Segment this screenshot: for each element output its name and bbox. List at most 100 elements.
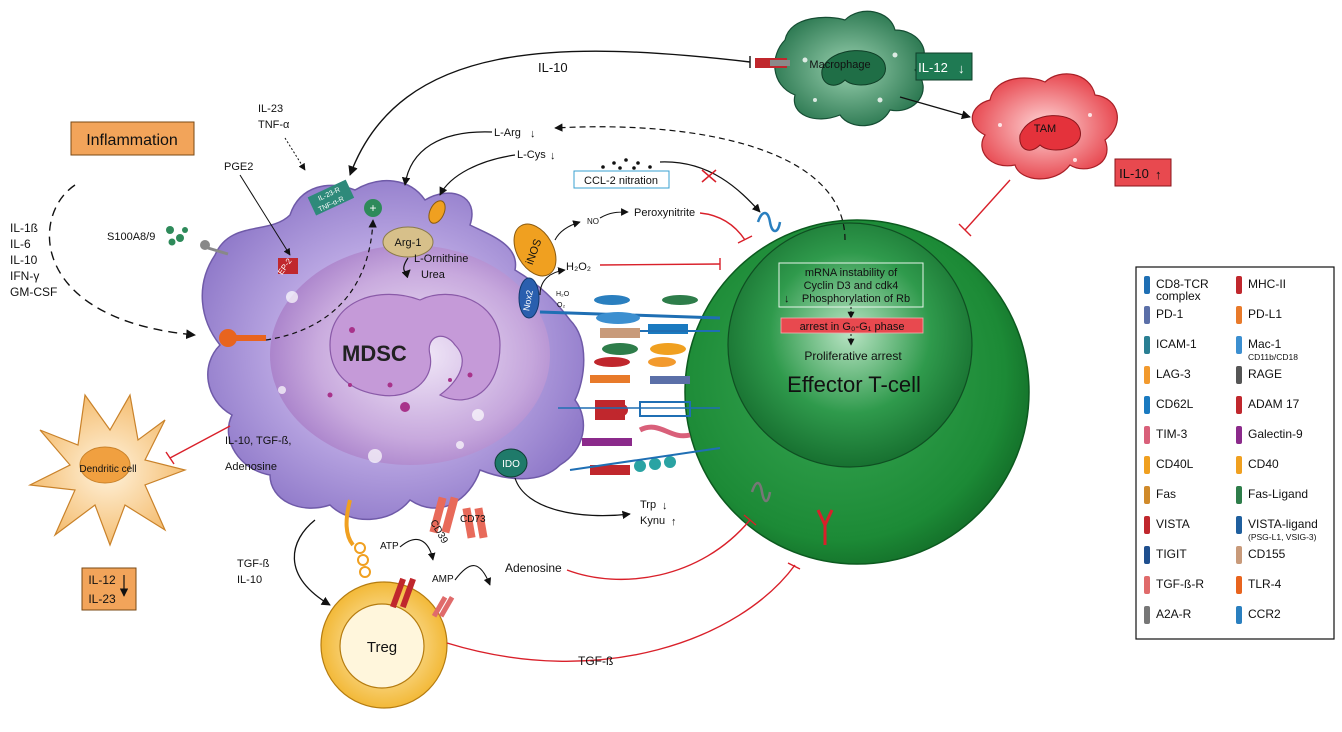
legend-item-rage: RAGE [1236, 366, 1282, 384]
tgfbr-icon [1144, 576, 1150, 594]
up-arrow-glyph: ↑ [1155, 167, 1162, 182]
il10-up-box [1114, 158, 1172, 187]
cyto-il1b: IL-1ß [10, 221, 38, 235]
cd73-label: CD73 [460, 514, 486, 525]
legend-item-ccr2: CCR2 [1236, 606, 1281, 624]
effector-label: Effector T-cell [787, 372, 921, 397]
lcys-label: L-Cys [517, 149, 546, 161]
prolif-text: Proliferative arrest [804, 349, 902, 363]
lorn-label: L-Ornithine [414, 253, 468, 265]
legend-item-vista-ligand: VISTA-ligand(PSG-L1, VSIG-3) [1236, 516, 1318, 542]
legend-item-a2a-r: A2A-R [1144, 606, 1192, 624]
legend-item-tgf-r: TGF-ß-R [1144, 576, 1204, 594]
legend-label: Mac-1 [1248, 337, 1282, 351]
tim3-icon [1144, 426, 1150, 444]
dendritic-label: Dendritic cell [79, 464, 136, 475]
urea-label: Urea [421, 269, 446, 281]
il10tgf-label-2: Adenosine [225, 461, 277, 473]
inflammation-box [70, 121, 195, 156]
il12-down-text: IL-12 [918, 60, 948, 75]
adenosine-label: Adenosine [505, 561, 562, 575]
legend-label: A2A-R [1156, 607, 1192, 621]
legend-label: CD40L [1156, 457, 1194, 471]
legend-label: PD-L1 [1248, 307, 1282, 321]
legend-label: TIGIT [1156, 547, 1187, 561]
mac1-icon [1236, 336, 1242, 354]
arg1-label: Arg-1 [395, 237, 422, 249]
treg-nucleus [339, 603, 425, 689]
down-arrow-glyph: ↓ [662, 500, 668, 512]
ido-label: IDO [502, 459, 520, 470]
rage-icon [1236, 366, 1242, 384]
legend-sublabel: CD11b/CD18 [1248, 352, 1298, 362]
icam-icon [1144, 336, 1150, 354]
mhc-icon [1236, 276, 1242, 294]
tgfb-left-label: TGF-ß [237, 558, 270, 570]
cyto-il6: IL-6 [10, 237, 31, 251]
legend-label: Fas [1156, 487, 1176, 501]
macrophage-cell: Macrophage IL-12 ↓ [755, 10, 973, 127]
legend-label: CD8-TCR [1156, 277, 1209, 291]
legend-sublabel: complex [1156, 289, 1201, 303]
pdl1-icon [1236, 306, 1242, 324]
legend-label: CD62L [1156, 397, 1194, 411]
legend-item-tlr-4: TLR-4 [1236, 576, 1282, 594]
legend-item-cd40l: CD40L [1144, 456, 1194, 474]
adam17-icon [1236, 396, 1242, 414]
dendritic-cell: Dendritic cell IL-12 IL-23 [27, 393, 188, 611]
lag3-icon [1144, 366, 1150, 384]
mdsc-label: MDSC [342, 341, 407, 366]
cd155-icon [1236, 546, 1242, 564]
arrest-box [780, 317, 924, 334]
legend-item-fas: Fas [1144, 486, 1176, 504]
vista-icon [1144, 516, 1150, 534]
larg-label: L-Arg [494, 127, 521, 139]
tam-label: TAM [1034, 123, 1056, 135]
nox2-label: Nox2 [521, 289, 534, 311]
ccl2-text: CCL-2 nitration [584, 175, 658, 187]
h2o-label: H₂O [556, 291, 570, 298]
legend-item-vista: VISTA [1144, 516, 1190, 534]
cyto-ifn: IFN-γ [10, 269, 39, 283]
legend-label: MHC-II [1248, 277, 1286, 291]
fas-icon [1144, 486, 1150, 504]
legend-item-fas-ligand: Fas-Ligand [1236, 486, 1308, 504]
mrna-line-3: Phosphorylation of Rb [802, 293, 910, 305]
pge2-label: PGE2 [224, 161, 253, 173]
inflammation-label: Inflammation [86, 132, 178, 149]
legend-label: ADAM 17 [1248, 397, 1300, 411]
legend-label: CCR2 [1248, 607, 1281, 621]
legend-label: CD155 [1248, 547, 1286, 561]
pd1-icon [1144, 306, 1150, 324]
arrest-text: arrest in G₀-G₁ phase [800, 321, 905, 333]
ccl2-box [573, 170, 670, 189]
tlr4-icon [1236, 576, 1242, 594]
s100-label: S100A8/9 [107, 231, 155, 243]
mdsc-nucleus [329, 293, 501, 401]
cyto-il10: IL-10 [10, 253, 38, 267]
h2o2-label: H₂O₂ [566, 261, 591, 273]
legend-label: VISTA-ligand [1248, 517, 1318, 531]
amp-label: AMP [432, 574, 454, 585]
tigit-icon [1144, 546, 1150, 564]
no-label: NO [587, 217, 599, 226]
treg-label: Treg [367, 639, 397, 656]
cd40l-icon [1144, 456, 1150, 474]
legend-label: CD40 [1248, 457, 1279, 471]
o2-label: O₂ [557, 302, 565, 309]
vistal-icon [1236, 516, 1242, 534]
legend-label: PD-1 [1156, 307, 1184, 321]
legend-item-cd62l: CD62L [1144, 396, 1194, 414]
legend-item-mhc-ii: MHC-II [1236, 276, 1286, 294]
mrna-line-1: mRNA instability of [805, 267, 898, 279]
fasl-icon [1236, 486, 1242, 504]
legend-item-cd155: CD155 [1236, 546, 1286, 564]
il23-label: IL-23 [258, 103, 283, 115]
legend-label: RAGE [1248, 367, 1282, 381]
down-arrow-glyph: ↓ [550, 150, 556, 162]
effector-t-cell: mRNA instability of Cyclin D3 and cdk4 P… [684, 219, 1030, 565]
trp-label: Trp [640, 499, 656, 511]
down-arrow-glyph: ↓ [530, 128, 536, 140]
